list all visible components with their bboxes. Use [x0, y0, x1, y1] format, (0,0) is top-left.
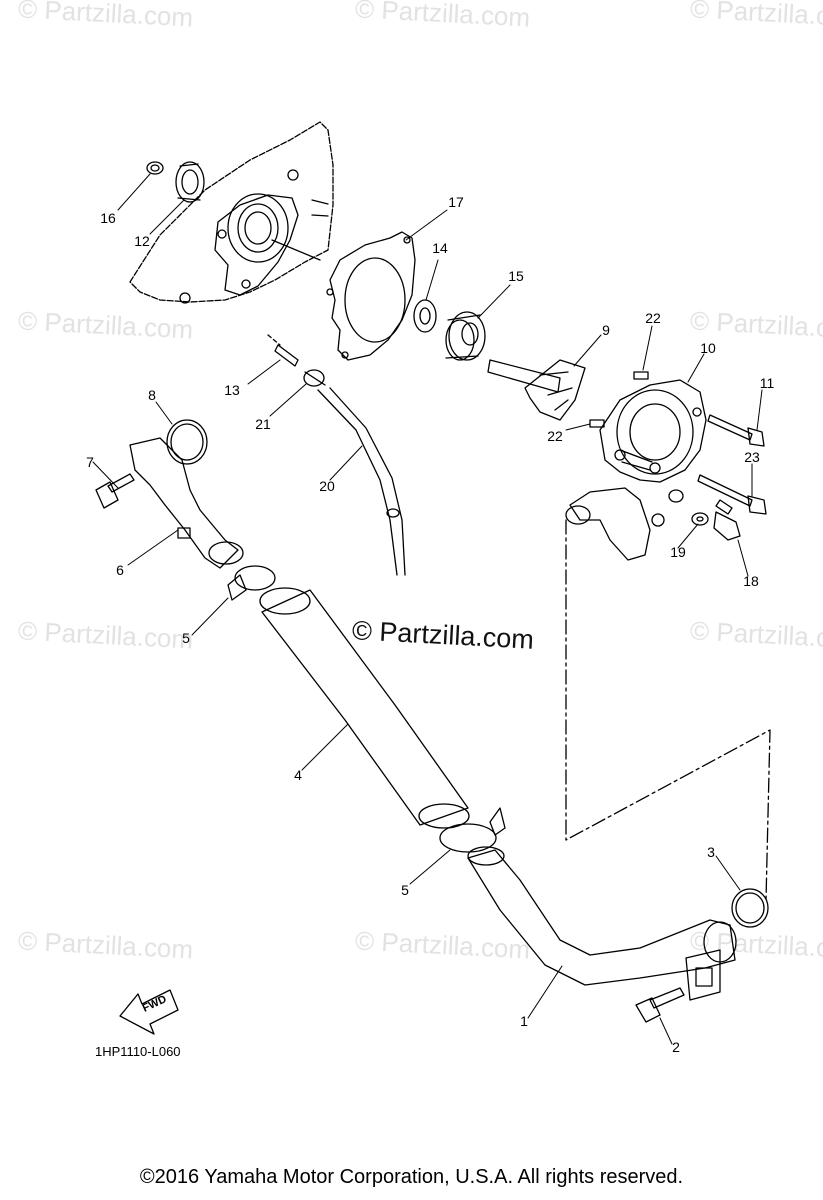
o-ring — [171, 424, 203, 460]
gasket — [327, 232, 415, 360]
callout-12: 12 — [134, 233, 150, 249]
hose-clamp — [440, 808, 505, 852]
o-ring — [736, 893, 764, 923]
callout-21: 21 — [255, 416, 271, 432]
alignment-line — [566, 520, 770, 900]
callout-16: 16 — [100, 210, 116, 226]
gasket-washer — [669, 490, 683, 502]
bolt — [636, 988, 684, 1022]
bolt — [708, 415, 764, 446]
hose-clamp — [228, 566, 275, 600]
callout-4: 4 — [294, 767, 302, 783]
callout-18: 18 — [743, 573, 759, 589]
callout-15: 15 — [508, 268, 524, 284]
callout-22-upper: 22 — [645, 310, 661, 326]
callout-22-lower: 22 — [547, 428, 563, 444]
o-ring — [732, 889, 768, 927]
bearing — [176, 162, 204, 202]
callout-2: 2 — [672, 1039, 680, 1055]
dowel-pin — [634, 372, 648, 379]
callout-3: 3 — [707, 844, 715, 860]
diagram-code: 1HP1110-L060 — [95, 1044, 181, 1059]
callout-11: 11 — [759, 375, 775, 391]
callout-6: 6 — [116, 562, 124, 578]
breather-hose — [318, 388, 405, 575]
callout-13: 13 — [224, 382, 240, 398]
callout-7: 7 — [86, 454, 94, 470]
callout-17: 17 — [448, 194, 464, 210]
oil-seal — [414, 300, 436, 332]
callout-10: 10 — [700, 340, 716, 356]
water-pump-housing — [566, 380, 706, 560]
fwd-arrow-icon — [120, 990, 178, 1034]
hose-clamp — [304, 370, 325, 386]
callout-1: 1 — [520, 1013, 528, 1029]
bolt — [714, 500, 740, 540]
washer — [692, 513, 708, 525]
callout-9: 9 — [602, 322, 610, 338]
water-pipe — [130, 438, 243, 568]
water-hose — [260, 588, 469, 828]
callout-5-lower: 5 — [401, 882, 409, 898]
pin — [268, 335, 298, 366]
callout-14: 14 — [432, 240, 448, 256]
mechanical-seal — [446, 312, 485, 360]
callout-8: 8 — [148, 387, 156, 403]
leader-lines — [93, 174, 762, 1044]
copyright-notice: ©2016 Yamaha Motor Corporation, U.S.A. A… — [139, 1166, 684, 1188]
o-ring — [167, 420, 207, 464]
callout-20: 20 — [319, 478, 335, 494]
dowel-pin — [590, 420, 604, 427]
water-pipe — [468, 847, 736, 1000]
callout-5-upper: 5 — [182, 630, 190, 646]
callout-23: 23 — [744, 449, 760, 465]
callout-19: 19 — [670, 544, 686, 560]
crankcase-cover — [130, 122, 333, 303]
bolt — [96, 474, 134, 508]
circlip — [147, 162, 163, 174]
bolt — [698, 475, 766, 514]
impeller-shaft — [488, 360, 585, 420]
